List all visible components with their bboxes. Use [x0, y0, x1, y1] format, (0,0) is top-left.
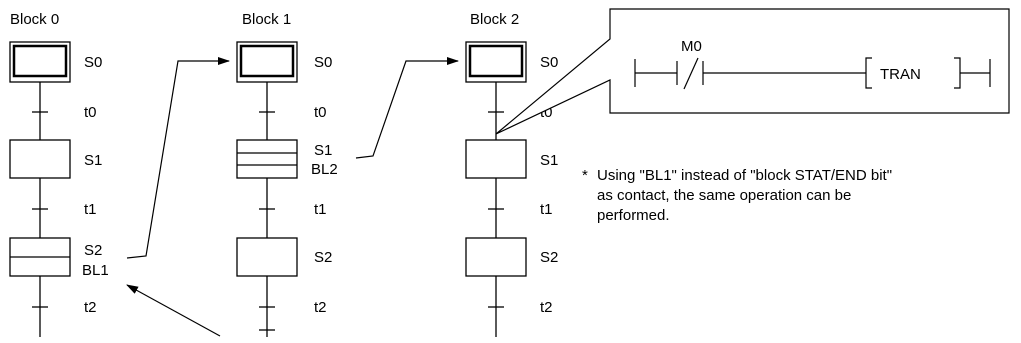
block-0-initial-step-inner — [12, 44, 68, 78]
block-0-transition-1-label: t1 — [84, 201, 97, 218]
block-2-step-1-label: S1 — [540, 152, 558, 169]
block-0-transition-2-label: t2 — [84, 299, 97, 316]
end-return-arrow — [126, 284, 221, 337]
block-1-transition-1-label: t1 — [314, 201, 327, 218]
note-line-1: Using "BL1" instead of "block STAT/END b… — [597, 167, 893, 184]
tran-instruction-label: TRAN — [880, 66, 921, 83]
block-0-step-1-label: S1 — [84, 152, 102, 169]
tran-instruction-left — [865, 57, 872, 89]
block-0: Block 0 S0 t0 S1 t1 S2 BL1 t2 — [9, 11, 109, 337]
block-2-initial-step-inner — [468, 44, 524, 78]
block-1-step-1-label: S1 — [314, 142, 332, 159]
block-2-transition-2-label: t2 — [540, 299, 553, 316]
block-2-title: Block 2 — [470, 11, 519, 28]
note-mark: * — [582, 167, 588, 184]
ladder-callout: M0 TRAN — [495, 8, 1010, 135]
contact-m0-label: M0 — [681, 38, 702, 55]
block-2-transition-1-label: t1 — [540, 201, 553, 218]
block-1-step-0-label: S0 — [314, 54, 332, 71]
block-0-title: Block 0 — [10, 11, 59, 28]
block-1-title: Block 1 — [242, 11, 291, 28]
block-0-to-block-1-arrow — [126, 57, 230, 259]
note: * Using "BL1" instead of "block STAT/END… — [582, 166, 1021, 226]
block-2-step-0-label: S0 — [540, 54, 558, 71]
block-0-step-0-label: S0 — [84, 54, 102, 71]
block-0-transition-0-label: t0 — [84, 104, 97, 121]
block-0-step-1 — [9, 139, 71, 179]
block-0-step-2-call-label: BL1 — [82, 262, 109, 279]
block-2-step-2-label: S2 — [540, 249, 558, 266]
block-1-step-2 — [236, 237, 298, 277]
block-1: Block 1 S0 t0 S1 BL2 t1 S2 t2 — [236, 11, 338, 337]
block-2: Block 2 S0 t0 S1 t1 S2 t2 — [465, 11, 558, 337]
block-2-step-1 — [465, 139, 527, 179]
block-2-step-2 — [465, 237, 527, 277]
note-line-2: as contact, the same operation can be — [597, 187, 852, 204]
block-1-step-1-call-label: BL2 — [311, 161, 338, 178]
block-1-transition-0-label: t0 — [314, 104, 327, 121]
block-1-to-block-2-arrow — [355, 57, 459, 159]
block-1-step-2-label: S2 — [314, 249, 332, 266]
block-1-transition-2-label: t2 — [314, 299, 327, 316]
callout-frame — [495, 8, 1010, 135]
note-line-3: performed. — [597, 207, 670, 224]
block-0-step-2-label: S2 — [84, 242, 102, 259]
block-1-step-1 — [236, 139, 298, 179]
block-1-initial-step-inner — [239, 44, 295, 78]
